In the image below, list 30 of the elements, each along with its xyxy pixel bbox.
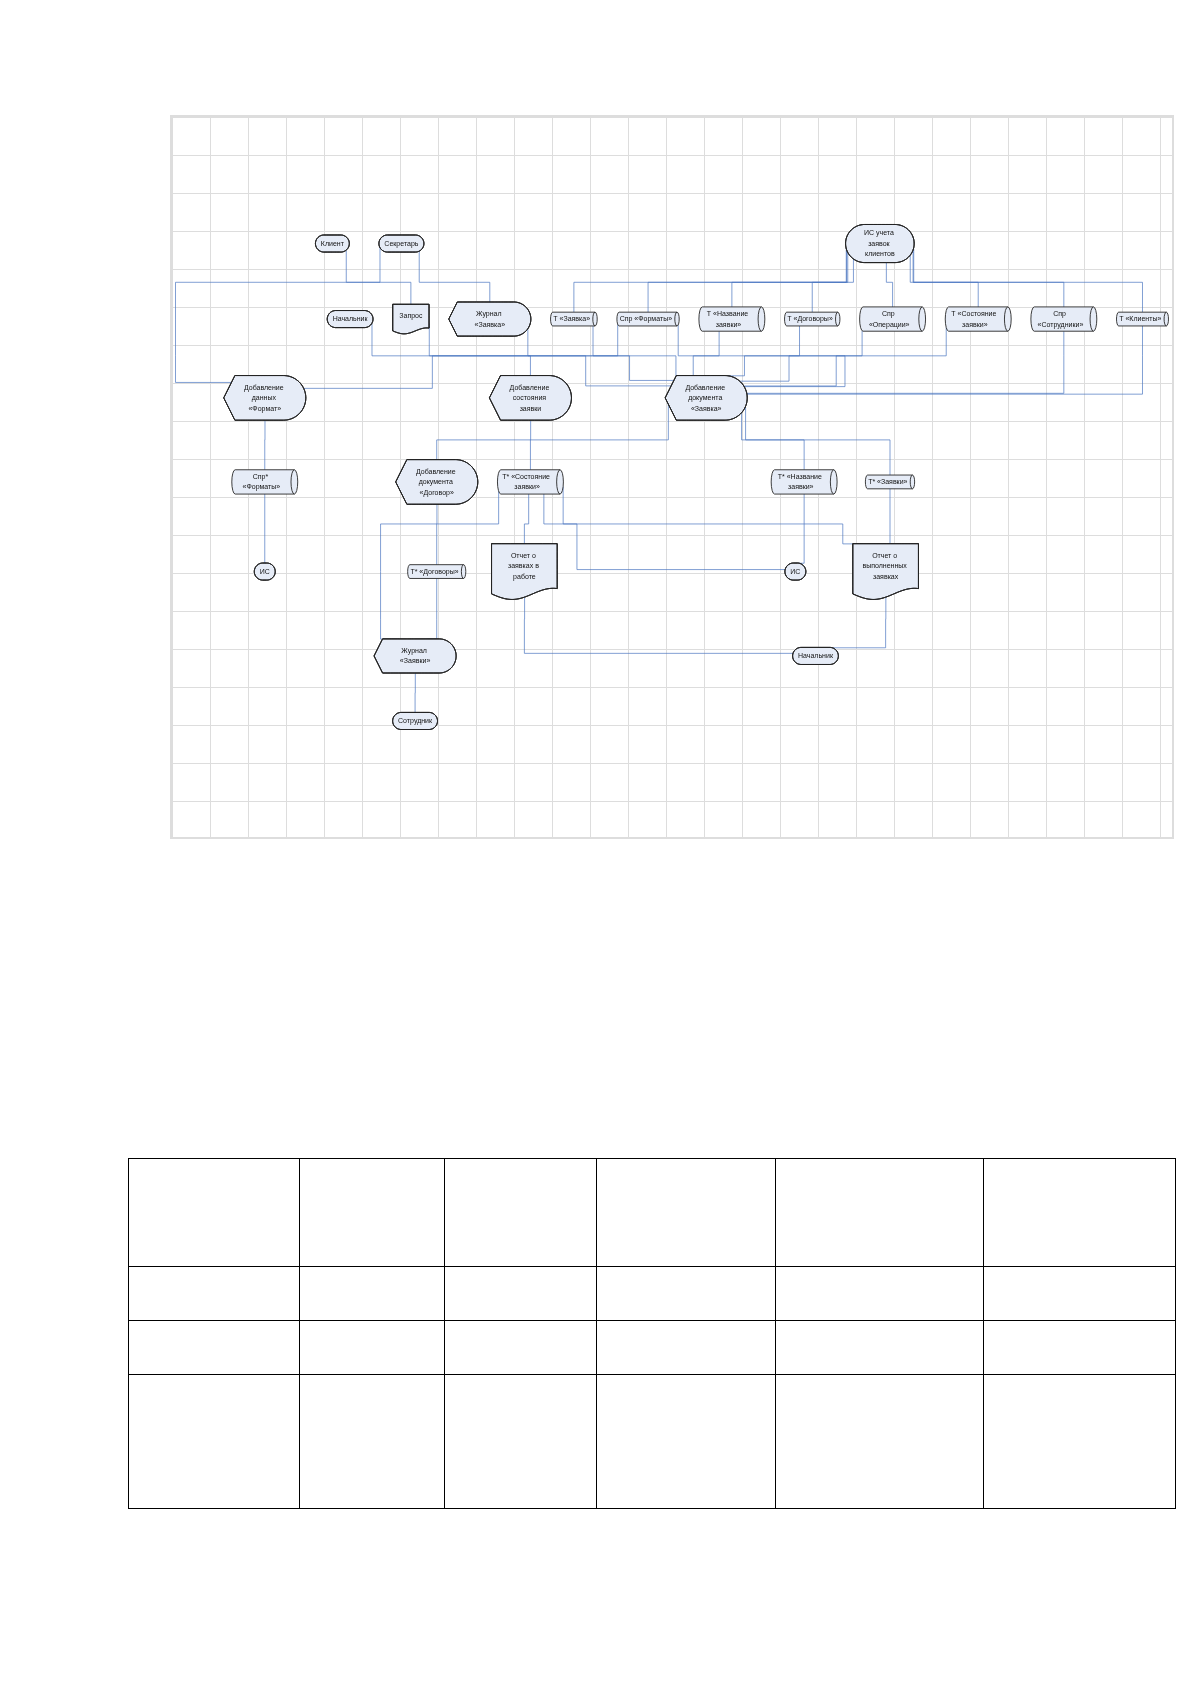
connector (677, 324, 846, 387)
connector (746, 325, 1143, 395)
connector (175, 247, 381, 383)
connector (530, 420, 531, 471)
connector (692, 330, 720, 377)
connector (543, 493, 786, 570)
connector (811, 258, 854, 313)
connector (303, 324, 619, 389)
connector (264, 493, 266, 564)
connector (743, 327, 947, 387)
connector (371, 323, 531, 377)
connector (436, 403, 669, 461)
connector (739, 330, 863, 382)
connector (524, 493, 530, 545)
connector (831, 597, 887, 649)
connector (913, 248, 1143, 313)
connector (886, 262, 893, 308)
connector (888, 488, 891, 545)
connector (418, 251, 491, 303)
connector (527, 328, 675, 381)
connector (345, 250, 412, 305)
connector (264, 420, 266, 471)
connector (746, 330, 1065, 394)
connector (436, 504, 438, 565)
connector (745, 406, 891, 476)
connector (909, 255, 979, 308)
connector (414, 672, 416, 713)
connector (912, 250, 1065, 308)
connector (524, 597, 794, 654)
connector (741, 412, 805, 471)
